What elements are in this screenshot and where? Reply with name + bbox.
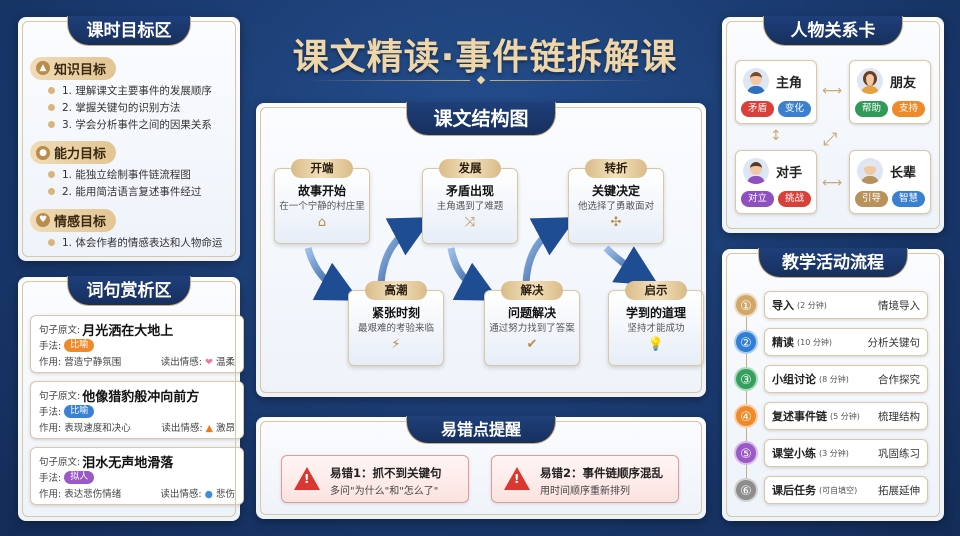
lightbulb-icon: 💡 (647, 337, 665, 352)
sentence-card: 句子原文:月光洒在大地上 手法:比喻 作用: 营造宁静氛围读出情感: ❤ 温柔 (30, 315, 244, 373)
goal-section-ability: ●能力目标 1. 能独立绘制事件链流程图 2. 能用简洁语言复述事件经过 (30, 140, 235, 201)
water-drop-icon: ● (204, 489, 213, 500)
page-title: 课文精读·事件链拆解课 (292, 37, 678, 78)
heart-icon: ♥ (36, 213, 50, 227)
crossroads-icon: ✣ (610, 215, 622, 230)
goal-item: 1. 理解课文主要事件的发展顺序 (48, 82, 235, 99)
graduation-cap-icon: ▲ (36, 61, 50, 75)
structure-panel-title: 课文结构图 (406, 102, 556, 136)
avatar (857, 158, 883, 184)
method-badge: 拟人 (64, 470, 95, 484)
structure-node-resolution: 解决 问题解决 通过努力找到了答案 ✔ (484, 281, 580, 366)
heart-icon: ❤ (204, 357, 213, 368)
structure-node-turning-point: 转折 关键决定 他选择了勇敢面对 ✣ (568, 159, 664, 244)
flow-arrows (304, 217, 660, 301)
method-badge: 比喻 (64, 338, 95, 352)
goal-section-emotion: ♥情感目标 1. 体会作者的情感表达和人物命运 (30, 207, 235, 251)
character-card-elder: 长辈 引导智慧 (849, 150, 931, 214)
sentence-card: 句子原文:他像猎豹般冲向前方 手法:比喻 作用: 表现速度和决心读出情感: ▲ … (30, 381, 244, 439)
goals-panel-title: 课时目标区 (67, 16, 191, 46)
title-divider-right (490, 80, 650, 81)
avatar (857, 68, 883, 94)
structure-node-lesson: 启示 学到的道理 坚持才能成功 💡 (608, 281, 704, 366)
mistake-card-1: ! 易错1：抓不到关键句 多问"为什么"和"怎么了" (281, 455, 469, 503)
goal-item: 2. 掌握关键句的识别方法 (48, 99, 235, 116)
avatar (743, 68, 769, 94)
characters-panel: 人物关系卡 主角 矛盾变化 朋友 帮助支持 对手 对立挑战 长辈 引导智慧 ⟷ … (722, 16, 944, 233)
goal-item: 1. 体会作者的情感表达和人物命运 (48, 234, 235, 251)
characters-panel-title: 人物关系卡 (763, 16, 903, 46)
goal-item: 1. 能独立绘制事件链流程图 (48, 166, 235, 183)
mistakes-panel-title: 易错点提醒 (406, 416, 556, 444)
warning-icon: ! (504, 467, 530, 490)
structure-node-climax: 高潮 紧张时刻 最艰难的考验来临 ⚡ (348, 281, 444, 366)
title-divider-left (310, 80, 470, 81)
method-badge: 比喻 (64, 404, 95, 418)
character-card-protagonist: 主角 矛盾变化 (735, 60, 817, 124)
sentence-card: 句子原文:泪水无声地滑落 手法:拟人 作用: 表达悲伤情绪读出情感: ● 悲伤 (30, 447, 244, 505)
sentence-panel-title: 词句赏析区 (67, 276, 191, 306)
relation-arrow-icon: ⟷ (822, 83, 843, 99)
lightning-icon: ⚡ (391, 337, 401, 352)
structure-node-beginning: 开端 故事开始 在一个宁静的村庄里 ⌂ (274, 159, 370, 244)
warning-icon: ! (294, 467, 320, 490)
house-icon: ⌂ (317, 215, 327, 230)
mistake-card-2: ! 易错2：事件链顺序混乱 用时间顺序重新排列 (491, 455, 679, 503)
goal-section-knowledge: ▲知识目标 1. 理解课文主要事件的发展顺序 2. 掌握关键句的识别方法 3. … (30, 55, 235, 133)
structure-panel: 课文结构图 开端 故事开始 在一个宁静的村庄里 ⌂ 高潮 紧张时刻 最艰难的考验… (256, 102, 706, 397)
goal-item: 3. 学会分析事件之间的因果关系 (48, 116, 235, 133)
character-card-rival: 对手 对立挑战 (735, 150, 817, 214)
shuffle-icon: ⤨ (464, 215, 476, 230)
activity-flow-panel-title: 教学活动流程 (758, 248, 908, 278)
person-icon: ● (36, 145, 50, 160)
relation-arrow-icon: ⤢ (823, 129, 838, 150)
structure-node-development: 发展 矛盾出现 主角遇到了难题 ⤨ (422, 159, 518, 244)
character-card-friend: 朋友 帮助支持 (849, 60, 931, 124)
check-circle-icon: ✔ (526, 337, 538, 352)
goals-panel: 课时目标区 ▲知识目标 1. 理解课文主要事件的发展顺序 2. 掌握关键句的识别… (18, 16, 240, 261)
relation-arrow-icon: ⟷ (822, 175, 843, 191)
sentence-panel: 词句赏析区 句子原文:月光洒在大地上 手法:比喻 作用: 营造宁静氛围读出情感:… (18, 276, 244, 521)
avatar (743, 158, 769, 184)
relation-arrow-icon: ↕ (770, 128, 782, 144)
fire-icon: ▲ (205, 423, 213, 434)
goal-item: 2. 能用简洁语言复述事件经过 (48, 183, 235, 200)
